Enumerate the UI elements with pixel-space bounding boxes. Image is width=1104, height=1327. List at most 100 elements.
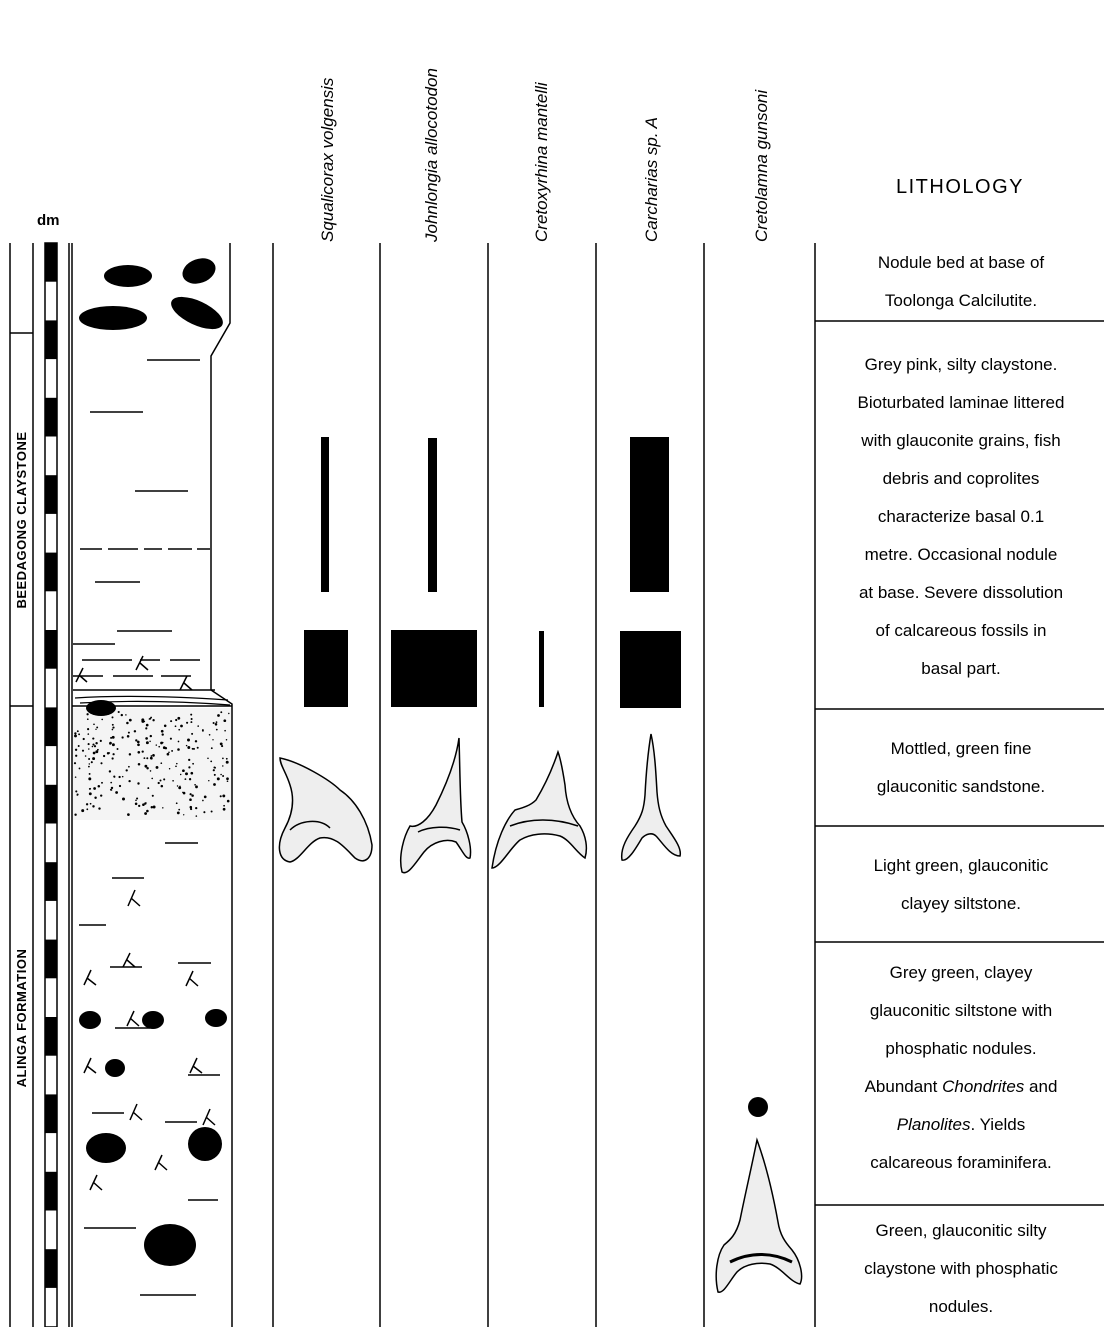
stipple-dot bbox=[74, 762, 76, 764]
stipple-dot bbox=[146, 757, 148, 759]
stipple-dot bbox=[75, 776, 77, 778]
scale-segment bbox=[45, 475, 57, 514]
glauconite-lambda-marks-upper bbox=[76, 656, 192, 690]
stipple-dot bbox=[127, 813, 130, 816]
stipple-dot bbox=[175, 765, 177, 767]
lithology-line: glauconitic sandstone. bbox=[822, 768, 1100, 806]
stipple-dot bbox=[189, 778, 191, 780]
lithology-line: glauconitic siltstone with bbox=[822, 992, 1100, 1030]
scale-unit-label: dm bbox=[37, 212, 60, 229]
stipple-dot bbox=[213, 783, 216, 786]
stipple-dot bbox=[134, 730, 136, 732]
stipple-dot bbox=[207, 758, 209, 760]
stipple-dot bbox=[194, 784, 196, 786]
stipple-dot bbox=[128, 732, 130, 734]
stipple-dot bbox=[136, 797, 138, 799]
stipple-dot bbox=[191, 794, 194, 797]
scale-segment bbox=[45, 320, 57, 359]
stipple-dot bbox=[91, 761, 93, 763]
stipple-dot bbox=[147, 787, 149, 789]
lithology-line-chondrites: Abundant Chondrites and bbox=[822, 1068, 1100, 1106]
stipple-dot bbox=[93, 723, 95, 725]
stipple-dot bbox=[92, 757, 95, 760]
stipple-dot bbox=[86, 713, 88, 715]
stipple-dot bbox=[109, 743, 111, 745]
stipple-dot bbox=[137, 741, 140, 744]
lithology-line: clayey siltstone. bbox=[822, 885, 1100, 923]
text-fragment: . Yields bbox=[970, 1115, 1025, 1134]
stipple-dot bbox=[85, 755, 87, 757]
stipple-dot bbox=[217, 777, 220, 780]
text-fragment: and bbox=[1024, 1077, 1057, 1096]
stipple-dot bbox=[94, 796, 96, 798]
stipple-dot bbox=[112, 716, 114, 718]
stipple-dot bbox=[214, 767, 216, 769]
stipple-dot bbox=[175, 725, 177, 727]
stipple-dot bbox=[128, 766, 130, 768]
stipple-dot bbox=[186, 745, 187, 746]
lithology-description-1: Nodule bed at base of Toolonga Calciluti… bbox=[822, 244, 1100, 320]
stipple-dot bbox=[169, 768, 170, 769]
range-bar-squalicorax-upper bbox=[321, 437, 329, 592]
stipple-dot bbox=[227, 800, 230, 803]
stipple-dot bbox=[189, 798, 192, 801]
stipple-dot bbox=[145, 802, 147, 804]
stipple-dot bbox=[176, 802, 178, 804]
stipple-dot bbox=[74, 814, 76, 816]
stipple-dot bbox=[185, 772, 188, 775]
stipple-dot bbox=[152, 719, 154, 721]
stipple-dot bbox=[196, 815, 198, 817]
stipple-dot bbox=[75, 790, 77, 792]
stipple-dot bbox=[183, 792, 186, 795]
stipple-dot bbox=[129, 753, 131, 755]
stipple-dot bbox=[223, 719, 226, 722]
stipple-dot bbox=[180, 774, 181, 775]
stipple-dot bbox=[114, 776, 116, 778]
lithology-description-3: Mottled, green fine glauconitic sandston… bbox=[822, 730, 1100, 806]
stipple-dot bbox=[142, 803, 145, 806]
stipple-dot bbox=[204, 796, 207, 799]
stipple-dot bbox=[88, 777, 91, 780]
stipple-dot bbox=[162, 742, 164, 744]
stipple-dot bbox=[223, 805, 225, 807]
scale-segment bbox=[45, 707, 57, 746]
stipple-dot bbox=[146, 741, 149, 744]
lithology-line: with glauconite grains, fish bbox=[822, 422, 1100, 460]
stipple-dot bbox=[92, 738, 94, 740]
stipple-dot bbox=[150, 735, 152, 737]
stipple-dot bbox=[177, 748, 180, 751]
tooth-carcharias-icon bbox=[622, 734, 681, 860]
stipple-dot bbox=[183, 814, 184, 815]
stipple-dot bbox=[203, 811, 205, 813]
stipple-dot bbox=[150, 770, 152, 772]
lithology-line: characterize basal 0.1 bbox=[822, 498, 1100, 536]
stipple-dot bbox=[92, 805, 94, 807]
stipple-dot bbox=[110, 782, 112, 784]
stipple-dot bbox=[226, 758, 228, 760]
dm-scale-bar bbox=[45, 243, 57, 1327]
stipple-dot bbox=[118, 776, 120, 778]
stipple-dot bbox=[228, 713, 229, 714]
basal-nodule bbox=[86, 700, 116, 716]
stipple-dot bbox=[214, 774, 216, 776]
stipple-dot bbox=[92, 746, 94, 748]
taxon-name: Planolites bbox=[897, 1115, 971, 1134]
stipple-dot bbox=[112, 743, 115, 746]
stipple-dot bbox=[190, 721, 192, 723]
stipple-dot bbox=[202, 730, 204, 732]
stipple-dot bbox=[163, 746, 166, 749]
stipple-dot bbox=[188, 766, 190, 768]
lithology-line: basal part. bbox=[822, 650, 1100, 688]
formation-label-lower: ALINGA FORMATION bbox=[12, 838, 32, 1198]
lithology-line: Bioturbated laminae littered bbox=[822, 384, 1100, 422]
species-label-johnlongia: Johnlongia allocotodon bbox=[420, 2, 444, 242]
stipple-dot bbox=[188, 759, 190, 761]
stipple-dot bbox=[220, 711, 222, 713]
stipple-dot bbox=[100, 794, 102, 796]
stipple-dot bbox=[170, 738, 172, 740]
stipple-dot bbox=[87, 728, 89, 730]
lithology-line: Nodule bed at base of bbox=[822, 244, 1100, 282]
stipple-dot bbox=[152, 795, 154, 797]
stipple-dot bbox=[145, 727, 147, 729]
stipple-dot bbox=[100, 762, 102, 764]
